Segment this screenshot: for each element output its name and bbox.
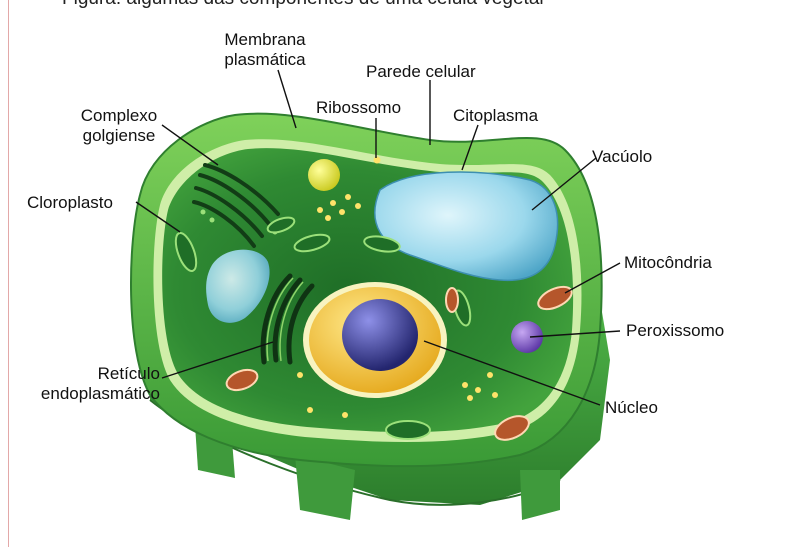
figure-caption-fragment: Figura: algumas das componentes de uma c… bbox=[62, 0, 544, 10]
small-vacuole bbox=[206, 249, 270, 323]
label-reticulo-endoplasmatico: Retículo endoplasmático bbox=[20, 364, 160, 404]
label-peroxissomo: Peroxissomo bbox=[626, 321, 725, 340]
leader-lines bbox=[135, 69, 621, 406]
label-reticulo-line2: endoplasmático bbox=[40, 384, 160, 403]
label-membrana-line2: plasmática bbox=[224, 50, 306, 69]
label-membrana-line1: Membrana bbox=[224, 30, 306, 49]
page-margin-line bbox=[8, 0, 9, 547]
golgi-complex bbox=[192, 163, 280, 248]
label-ribossomo: Ribossomo bbox=[316, 98, 402, 117]
label-mitocondria: Mitocôndria bbox=[624, 253, 712, 272]
label-nucleo: Núcleo bbox=[605, 398, 658, 417]
label-citoplasma: Citoplasma bbox=[453, 106, 539, 125]
mitochondria bbox=[225, 285, 573, 441]
label-complexo-golgiense: Complexo golgiense bbox=[64, 106, 174, 146]
label-complexo-line1: Complexo bbox=[80, 106, 158, 125]
peroxisome bbox=[511, 321, 543, 353]
label-complexo-line2: golgiense bbox=[82, 126, 156, 145]
label-reticulo-line1: Retículo bbox=[97, 364, 160, 383]
label-membrana-plasmatica: Membrana plasmática bbox=[210, 30, 320, 70]
label-vacuolo: Vacúolo bbox=[592, 147, 653, 166]
label-cloroplasto: Cloroplasto bbox=[27, 193, 113, 212]
chloroplasts bbox=[174, 216, 472, 440]
vacuole bbox=[374, 171, 559, 282]
er-highlights bbox=[266, 277, 304, 362]
yellow-vesicle bbox=[308, 159, 340, 191]
nucleus bbox=[303, 282, 447, 398]
label-parede-celular: Parede celular bbox=[366, 62, 476, 81]
ribosomes bbox=[297, 156, 498, 418]
endoplasmic-reticulum bbox=[260, 273, 315, 365]
